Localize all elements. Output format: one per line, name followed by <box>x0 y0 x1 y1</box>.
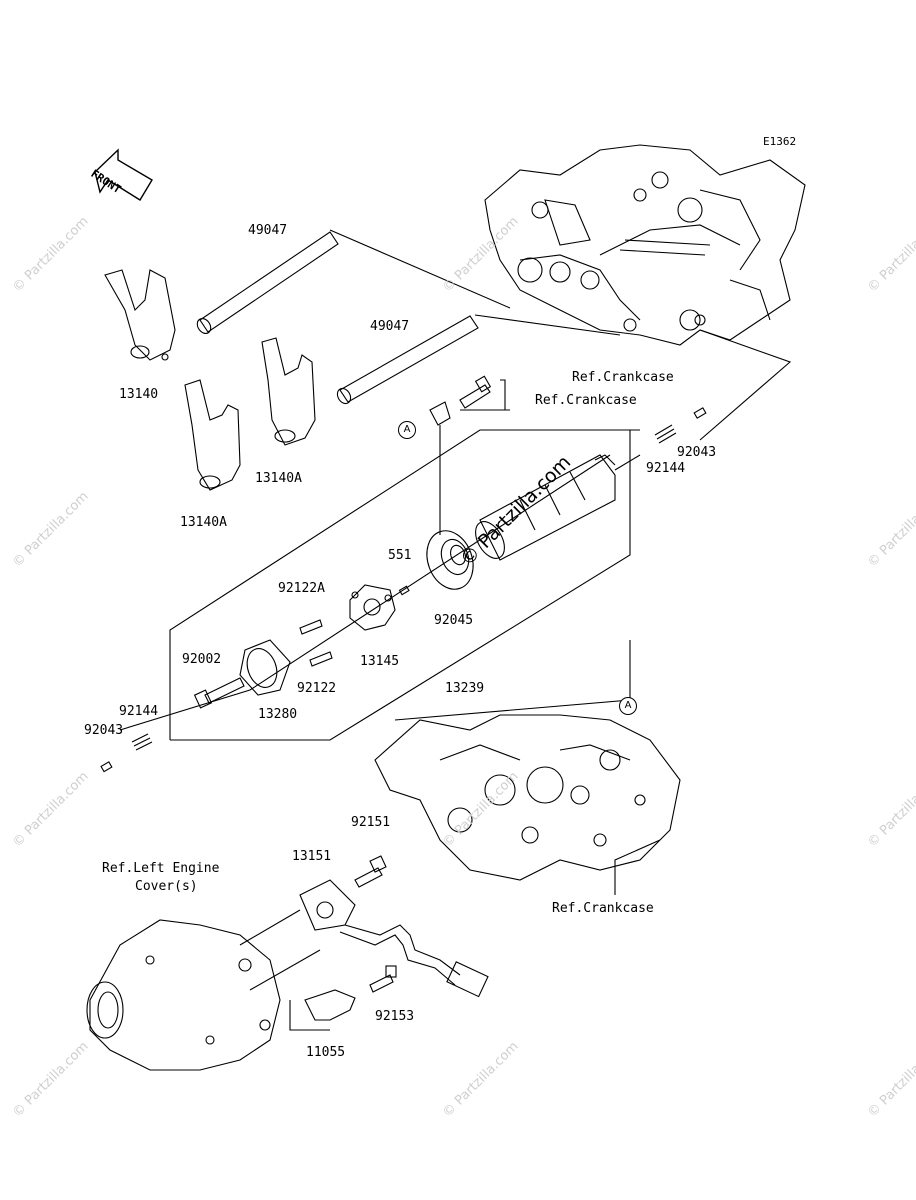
pin-92043-a-illustration <box>693 407 707 419</box>
bearing-92045-illustration <box>426 530 474 590</box>
pin-92122-illustration <box>309 651 333 667</box>
part-13140A-b[interactable]: 13140A <box>255 471 302 486</box>
part-13151[interactable]: 13151 <box>292 849 332 864</box>
diagram-code: E1362 <box>763 135 797 148</box>
part-92122A[interactable]: 92122A <box>278 581 325 596</box>
ref-crankcase-mid[interactable]: Ref.Crankcase <box>535 393 637 408</box>
shift-rod-49047-b-illustration <box>336 315 479 405</box>
part-92122[interactable]: 92122 <box>297 681 337 696</box>
shift-drum-13239-illustration <box>475 454 641 561</box>
pin-92122A-illustration <box>299 619 323 635</box>
part-92144-a[interactable]: 92144 <box>646 461 686 476</box>
lower-crankcase-illustration <box>374 714 681 881</box>
shift-fork-13140A-b-illustration <box>261 337 316 446</box>
left-engine-cover-illustration <box>86 909 321 1071</box>
spring-92144-b-illustration <box>131 733 153 751</box>
part-11055[interactable]: 11055 <box>306 1045 346 1060</box>
cam-13280-illustration <box>239 639 291 696</box>
pin-92043-b-illustration <box>100 761 113 773</box>
part-92002[interactable]: 92002 <box>182 652 222 667</box>
bolt-92151-illustration <box>354 855 387 888</box>
part-49047-a[interactable]: 49047 <box>248 223 288 238</box>
shift-fork-13140-illustration <box>104 269 176 361</box>
shift-rod-49047-a-illustration <box>196 231 339 334</box>
bolt-92153-illustration <box>369 965 397 993</box>
ref-left-engine-cover-line2[interactable]: Cover(s) <box>135 879 198 894</box>
part-551[interactable]: 551 <box>388 548 412 563</box>
part-92045[interactable]: 92045 <box>434 613 474 628</box>
spring-92144-a-illustration <box>654 424 677 444</box>
part-92144-b[interactable]: 92144 <box>119 704 159 719</box>
cam-plate-13145-illustration <box>349 584 396 631</box>
part-13140[interactable]: 13140 <box>119 387 159 402</box>
part-13140A-a[interactable]: 13140A <box>180 515 227 530</box>
part-13145[interactable]: 13145 <box>360 654 400 669</box>
reference-marker-a: A <box>398 421 416 439</box>
bolt-plate-illustration <box>429 375 492 426</box>
sensor-13151-illustration <box>299 879 489 998</box>
part-49047-b[interactable]: 49047 <box>370 319 410 334</box>
ref-crankcase-top[interactable]: Ref.Crankcase <box>572 370 674 385</box>
reference-marker-a: A <box>619 697 637 715</box>
front-arrow-icon <box>94 148 153 201</box>
part-92151[interactable]: 92151 <box>351 815 391 830</box>
upper-crankcase-illustration <box>484 144 806 346</box>
part-13239[interactable]: 13239 <box>445 681 485 696</box>
ref-left-engine-cover-line1[interactable]: Ref.Left Engine <box>102 861 220 876</box>
part-13280[interactable]: 13280 <box>258 707 298 722</box>
part-92043-b[interactable]: 92043 <box>84 723 124 738</box>
part-92043-a[interactable]: 92043 <box>677 445 717 460</box>
bracket-11055-illustration <box>289 989 356 1031</box>
ref-crankcase-bottom[interactable]: Ref.Crankcase <box>552 901 654 916</box>
pin-551-illustration <box>398 585 410 596</box>
part-92153[interactable]: 92153 <box>375 1009 415 1024</box>
shift-fork-13140A-a-illustration <box>184 379 241 491</box>
bolt-92002-illustration <box>193 677 245 709</box>
